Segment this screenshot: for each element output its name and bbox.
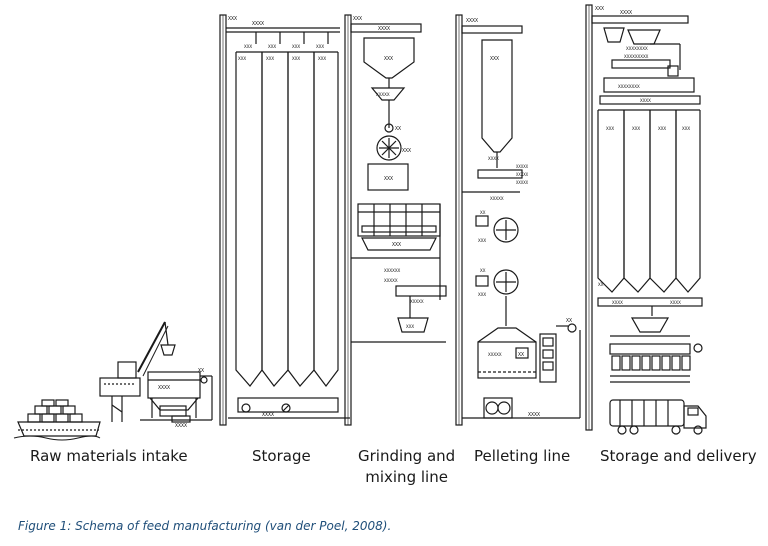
svg-text:XXXX: XXXX <box>158 385 170 391</box>
svg-text:XXX: XXX <box>244 44 252 50</box>
svg-text:XXXXX: XXXXX <box>516 164 529 169</box>
delivery-section: XXX XXXX XXXXXXXX XXXXXXXXX XXXXXXXX XXX… <box>585 4 707 435</box>
label-storage: Storage <box>252 447 311 465</box>
label-pelleting-line: Pelleting line <box>474 447 571 465</box>
grinding-bin <box>363 37 415 79</box>
svg-text:XX: XX <box>480 268 486 274</box>
svg-text:XXX: XXX <box>268 44 276 50</box>
svg-text:XXX: XXX <box>384 176 393 182</box>
ship <box>13 399 101 441</box>
storage-section: XXX XXXX XXX XXX XXX XXX XXX XXX XXX XXX… <box>219 14 350 426</box>
svg-text:XXXXXX: XXXXXX <box>384 268 401 274</box>
label-raw-materials-intake: Raw materials intake <box>30 447 188 465</box>
svg-text:XXX: XXX <box>595 6 604 12</box>
mixer-bins: XXX <box>357 203 441 251</box>
svg-text:XXXX: XXXX <box>620 10 632 16</box>
svg-text:XXXXX: XXXXX <box>376 92 390 98</box>
crane <box>99 321 176 422</box>
grinding-section: XXX XXXX XXX XXXXX XX XXX XXX <box>344 14 447 426</box>
svg-text:XXX: XXX <box>316 44 324 50</box>
svg-text:XXXX: XXXX <box>528 412 540 418</box>
finished-product-silos: XXX XXX XXX XXX XX <box>597 109 701 293</box>
svg-text:XXX: XXX <box>682 126 690 132</box>
pelleting-section: XXXX XXX XXXX XXXXX XXXXX XXXXX XXXXX XX… <box>455 14 581 426</box>
label-grinding-mixing: Grinding and mixing line <box>358 446 455 488</box>
svg-text:XXX: XXX <box>266 56 274 62</box>
svg-text:XXXXXXXX: XXXXXXXX <box>626 46 648 52</box>
svg-text:XXXXX: XXXXX <box>490 196 504 202</box>
svg-text:XX: XX <box>395 126 401 132</box>
svg-text:XXX: XXX <box>406 324 414 330</box>
label-storage-delivery: Storage and delivery <box>600 447 757 465</box>
svg-text:XXXX: XXXX <box>175 423 187 429</box>
svg-text:XXXXXXXX: XXXXXXXX <box>618 84 640 90</box>
svg-text:XX: XX <box>566 318 572 324</box>
svg-text:XXXX: XXXX <box>466 18 478 24</box>
svg-text:XXX: XXX <box>632 126 640 132</box>
hammer-mill <box>376 135 402 161</box>
svg-text:XXXXX: XXXXX <box>488 352 502 358</box>
svg-text:XXX: XXX <box>658 126 666 132</box>
svg-text:XXX: XXX <box>384 56 393 62</box>
svg-text:XXXXX: XXXXX <box>516 172 529 177</box>
svg-text:XXX: XXX <box>490 56 499 62</box>
pellet-press-1: XXX XX <box>475 210 519 244</box>
svg-text:XXXX: XXXX <box>640 98 651 104</box>
intake-section: XXXX XXXX XX <box>13 321 213 441</box>
svg-text:XXX: XXX <box>353 16 362 22</box>
svg-text:XXXX: XXXX <box>612 300 623 306</box>
pellet-cooler: XX XXXXX XX <box>477 318 577 383</box>
pellet-bin <box>481 39 513 153</box>
svg-text:XX: XX <box>198 368 204 374</box>
svg-text:XXXXXXXXX: XXXXXXXXX <box>624 54 649 60</box>
svg-text:XXX: XXX <box>238 56 246 62</box>
intake-pit: XXXX XXXX XX <box>140 368 213 429</box>
svg-text:XXXXX: XXXXX <box>384 278 398 284</box>
svg-text:XXXXX: XXXXX <box>410 299 424 305</box>
svg-text:XX: XX <box>598 282 604 288</box>
loading-bins <box>609 343 703 383</box>
svg-text:XXXX: XXXX <box>262 412 274 418</box>
svg-text:XXX: XXX <box>402 148 411 154</box>
delivery-truck <box>609 399 707 435</box>
svg-text:XXXX: XXXX <box>252 21 264 27</box>
svg-text:XXX: XXX <box>478 292 486 298</box>
svg-text:XXX: XXX <box>228 16 237 22</box>
svg-text:XXXXX: XXXXX <box>516 180 529 185</box>
svg-text:XXXX: XXXX <box>488 156 499 162</box>
svg-text:XXXX: XXXX <box>670 300 681 306</box>
svg-text:XXX: XXX <box>478 238 486 244</box>
svg-text:XX: XX <box>480 210 486 216</box>
label-grinding-line1: Grinding and <box>358 447 456 465</box>
svg-text:XXX: XXX <box>292 44 300 50</box>
svg-text:XX: XX <box>518 352 524 358</box>
pellet-press-2: XXX XX <box>475 268 519 298</box>
svg-text:XXXX: XXXX <box>378 26 390 32</box>
svg-text:XXX: XXX <box>318 56 326 62</box>
figure-caption: Figure 1: Schema of feed manufacturing (… <box>18 519 392 533</box>
svg-text:XXX: XXX <box>606 126 614 132</box>
svg-text:XXX: XXX <box>292 56 300 62</box>
label-grinding-line2: mixing line <box>365 468 448 486</box>
storage-silos: XXX XXX XXX XXX <box>235 51 339 387</box>
svg-text:XXX: XXX <box>392 242 401 248</box>
